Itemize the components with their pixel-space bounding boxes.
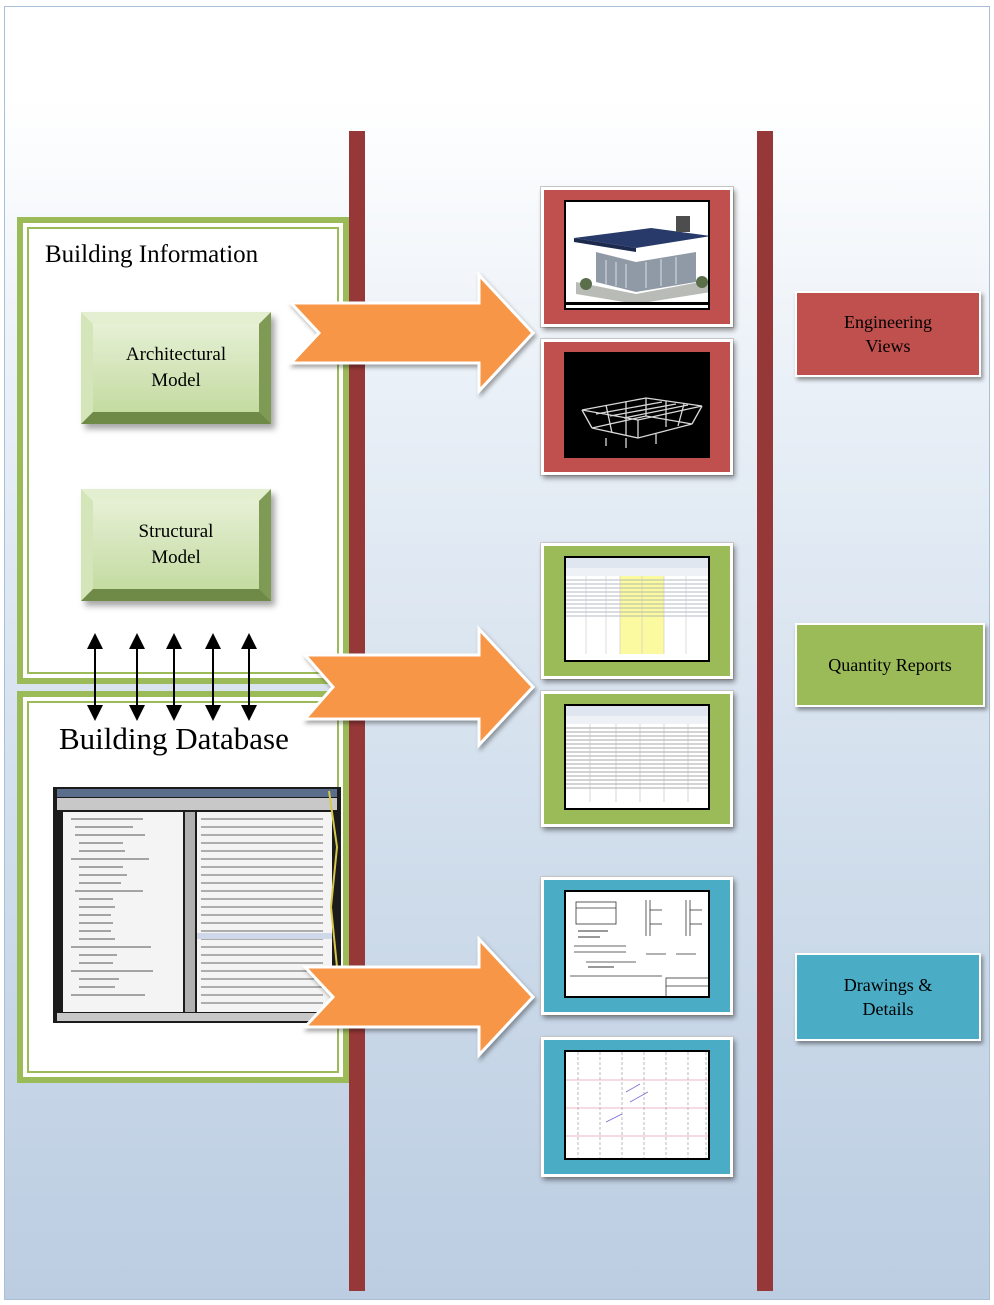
architectural-model-box: Architectural Model bbox=[81, 312, 271, 424]
structural-model-line1: Structural bbox=[138, 521, 214, 542]
flow-arrow-engineering bbox=[287, 271, 536, 395]
project-explorer-screenshot-icon bbox=[53, 787, 341, 1023]
drawings-details-label: Drawings & Details bbox=[795, 953, 981, 1041]
flow-arrow-drawings bbox=[301, 935, 536, 1059]
right-divider-bar bbox=[757, 131, 773, 1291]
spreadsheet-highlight-icon bbox=[564, 556, 710, 662]
building-information-group: Building Information bbox=[17, 217, 349, 684]
quantity-reports-line1: Quantity Reports bbox=[828, 655, 952, 675]
architectural-model-line2: Model bbox=[151, 370, 201, 391]
engineering-views-line1: Engineering bbox=[844, 312, 932, 332]
building-database-group: Building Database bbox=[17, 691, 349, 1083]
building-3d-render-icon bbox=[564, 200, 710, 310]
building-information-title: Building Information bbox=[45, 241, 259, 268]
building-database-title: Building Database bbox=[59, 721, 289, 756]
architectural-model-line1: Architectural bbox=[125, 344, 227, 365]
plan-grid-drawing-icon bbox=[564, 1050, 710, 1160]
flow-arrow-quantity bbox=[301, 625, 536, 749]
drawing-detail-card bbox=[541, 877, 733, 1015]
diagram-canvas: Building Information Building Database bbox=[4, 6, 990, 1300]
engineering-views-line2: Views bbox=[865, 336, 911, 356]
quantity-report-card-1 bbox=[541, 543, 733, 679]
structural-wireframe-icon bbox=[564, 352, 710, 458]
engineering-views-label: Engineering Views bbox=[795, 291, 981, 377]
quantity-report-card-2 bbox=[541, 691, 733, 827]
drawings-details-line1: Drawings & bbox=[843, 975, 933, 995]
engineering-3d-view-card bbox=[541, 187, 733, 327]
drawing-plan-card bbox=[541, 1037, 733, 1177]
structural-model-line2: Model bbox=[151, 547, 201, 568]
arrows-overlay bbox=[87, 271, 536, 1059]
section-detail-drawing-icon bbox=[564, 890, 710, 998]
engineering-wireframe-card bbox=[541, 339, 733, 475]
quantity-reports-label: Quantity Reports bbox=[795, 623, 985, 707]
spreadsheet-table-icon bbox=[564, 704, 710, 810]
structural-model-box: Structural Model bbox=[81, 489, 271, 601]
drawings-details-line2: Details bbox=[862, 999, 914, 1019]
